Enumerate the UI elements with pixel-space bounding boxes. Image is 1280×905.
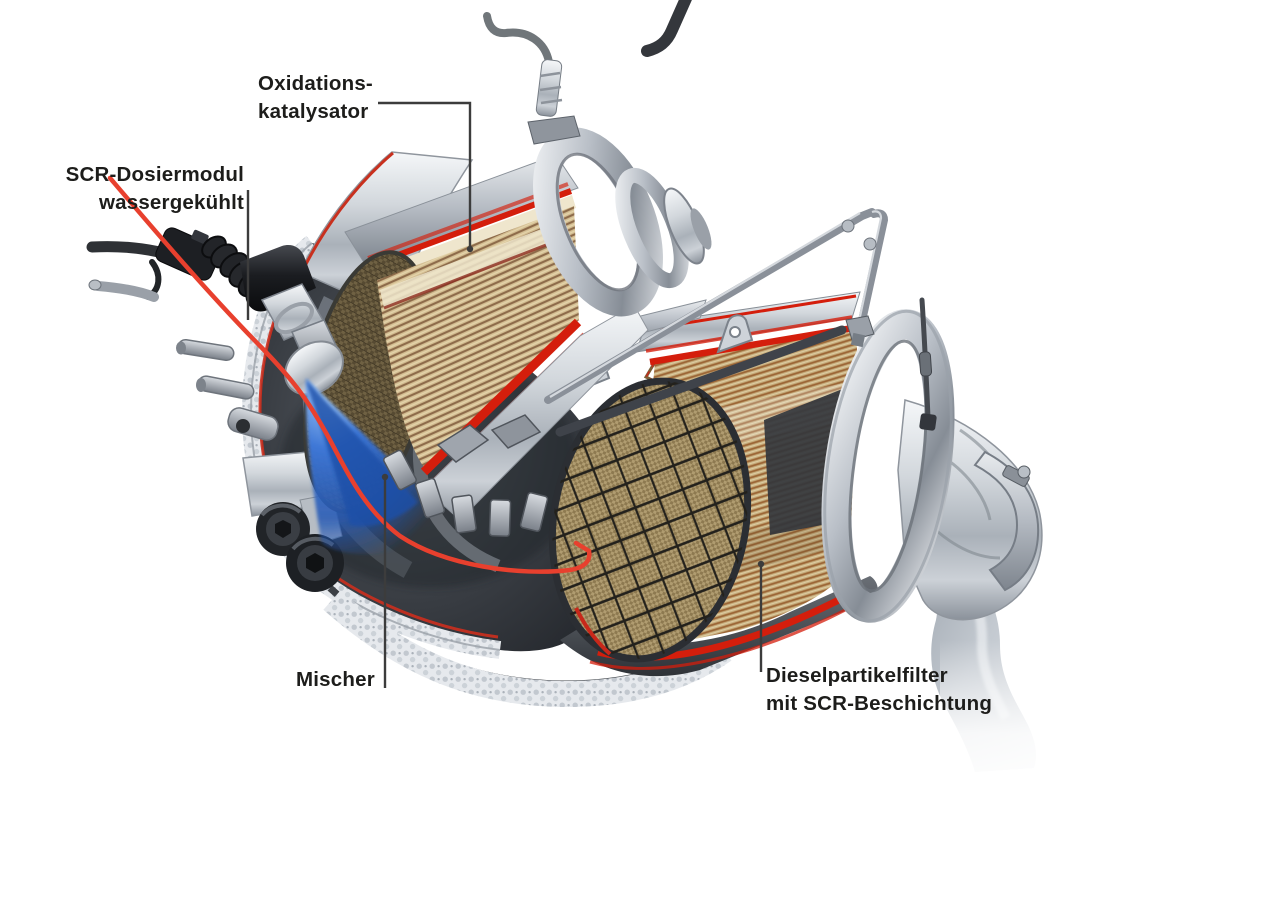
oxicat-outlet-rings bbox=[533, 127, 712, 317]
clamp-bolt bbox=[1002, 465, 1031, 487]
leader-dot bbox=[466, 245, 474, 253]
sensor-cable bbox=[483, 12, 553, 66]
harness-hose bbox=[555, 325, 847, 437]
oxicat-cream-band bbox=[373, 195, 576, 282]
tube-sleeve bbox=[863, 237, 877, 251]
oxicat-substrate bbox=[377, 206, 579, 470]
coolant-ports bbox=[176, 338, 279, 441]
module-hose-stub bbox=[93, 281, 159, 302]
tailpipe-fade bbox=[940, 640, 1160, 810]
label-particulate-filter: Dieselpartikelfilter mit SCR-Beschichtun… bbox=[766, 662, 992, 718]
tube-fitting bbox=[845, 315, 875, 348]
probe-sleeve bbox=[918, 351, 933, 377]
mixer-blades bbox=[383, 414, 549, 537]
oxicat-terrace bbox=[380, 222, 564, 308]
label-line: Mischer bbox=[296, 668, 375, 691]
module-flange bbox=[284, 340, 344, 396]
pressure-sensor-lines bbox=[544, 208, 889, 437]
mount-ear bbox=[716, 314, 754, 354]
label-line: Oxidations- bbox=[258, 72, 373, 95]
pressure-tube-right bbox=[856, 209, 889, 334]
leader-dot bbox=[757, 560, 765, 568]
probe-boss bbox=[919, 413, 937, 431]
module-collar bbox=[274, 301, 314, 335]
label-line: wassergekühlt bbox=[98, 191, 244, 214]
scr-dosing-module bbox=[86, 227, 344, 441]
diesel-particulate-filter bbox=[548, 291, 955, 677]
label-mixer: Mischer bbox=[296, 666, 375, 694]
leader-dot bbox=[381, 473, 389, 481]
oxicat-far-shell bbox=[344, 154, 579, 265]
label-line: mit SCR-Beschichtung bbox=[766, 692, 993, 715]
sensor-hex-nut bbox=[527, 115, 581, 145]
leader-oxidation-catalyst bbox=[378, 101, 472, 248]
dpf-mounting-ring bbox=[821, 309, 955, 623]
label-line: katalysator bbox=[258, 100, 369, 123]
pressure-tube-left bbox=[544, 208, 876, 404]
dpf-inlet-face bbox=[548, 377, 752, 663]
spray-core bbox=[306, 380, 418, 527]
heat-shield-quilt bbox=[323, 590, 732, 708]
leader-lines bbox=[246, 101, 763, 688]
oxicat-terrace-edge bbox=[383, 236, 565, 310]
tube-highlights bbox=[549, 210, 883, 398]
hose-stub-tip bbox=[88, 279, 102, 291]
sensor-ribs bbox=[539, 71, 563, 105]
leader-dots bbox=[381, 245, 765, 568]
top-harness-hose bbox=[641, 0, 692, 57]
heated-dosing-line bbox=[107, 175, 592, 574]
oxidation-catalyst bbox=[298, 0, 712, 521]
adblue-spray-cone bbox=[305, 378, 448, 555]
rubber-bushing bbox=[256, 502, 310, 556]
tube-sleeve bbox=[841, 219, 855, 233]
label-line: SCR-Dosiermodul bbox=[65, 163, 244, 186]
oxicat-lip-cut-red bbox=[300, 151, 394, 273]
label-line: Dieselpartikelfilter bbox=[766, 664, 948, 687]
label-oxidation-catalyst: Oxidations- katalysator bbox=[258, 70, 373, 126]
label-scr-dosing-module: SCR-Dosiermodul wassergekühlt bbox=[66, 161, 244, 217]
exhaust-gas-sensor bbox=[483, 12, 581, 145]
temperature-sensor-probe bbox=[918, 297, 937, 431]
